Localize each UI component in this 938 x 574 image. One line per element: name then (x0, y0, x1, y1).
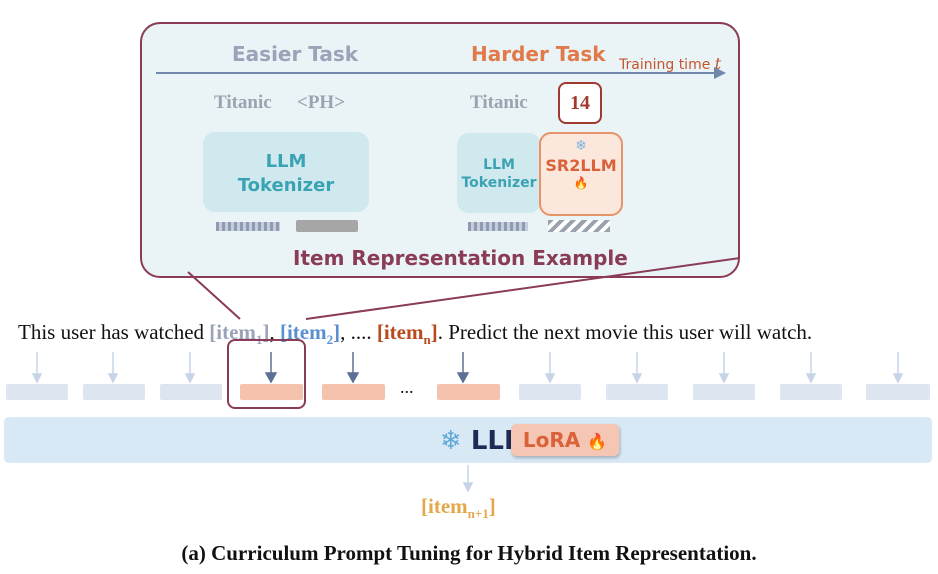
highlighted-item-box (227, 339, 306, 409)
token-slot (606, 384, 668, 400)
token-slot (693, 384, 755, 400)
callout-title: Item Representation Example (293, 246, 628, 270)
item-token-slot (322, 384, 385, 400)
embedding-sr2llm (548, 220, 610, 232)
token-slot (160, 384, 222, 400)
item-token-slot (240, 384, 303, 400)
easy-token-placeholder: <PH> (297, 92, 346, 113)
easier-task-label: Easier Task (232, 42, 359, 66)
training-time-label: Training time t (619, 54, 722, 73)
embedding-hatched-2 (468, 222, 528, 231)
llm-tokenizer-box-small: LLM Tokenizer (457, 133, 541, 213)
token-slot (780, 384, 842, 400)
next-item-output: [itemn+1] (421, 494, 496, 522)
llm-backbone-bar (4, 417, 932, 463)
easy-token-title: Titanic (214, 92, 272, 113)
snowflake-icon: ❄ (440, 426, 462, 456)
fire-icon: 🔥 (587, 432, 608, 451)
token-slot (6, 384, 68, 400)
fire-icon: 🔥 (573, 176, 589, 190)
token-slot (519, 384, 581, 400)
snowflake-icon: ❄ (575, 138, 587, 154)
hard-token-id: 14 (558, 82, 602, 124)
hard-token-title: Titanic (470, 92, 528, 113)
item-token-slot (437, 384, 500, 400)
sr2llm-box: ❄ SR2LLM 🔥 (539, 132, 623, 216)
figure-caption: (a) Curriculum Prompt Tuning for Hybrid … (181, 541, 757, 565)
token-slot (83, 384, 145, 400)
token-slot (866, 384, 930, 400)
llm-tokenizer-box: LLM Tokenizer (203, 132, 369, 212)
embedding-hatched (216, 222, 280, 231)
harder-task-label: Harder Task (471, 42, 606, 66)
lora-badge: LoRA 🔥 (511, 424, 619, 456)
ellipsis: ... (400, 377, 414, 397)
embedding-placeholder (296, 220, 358, 232)
